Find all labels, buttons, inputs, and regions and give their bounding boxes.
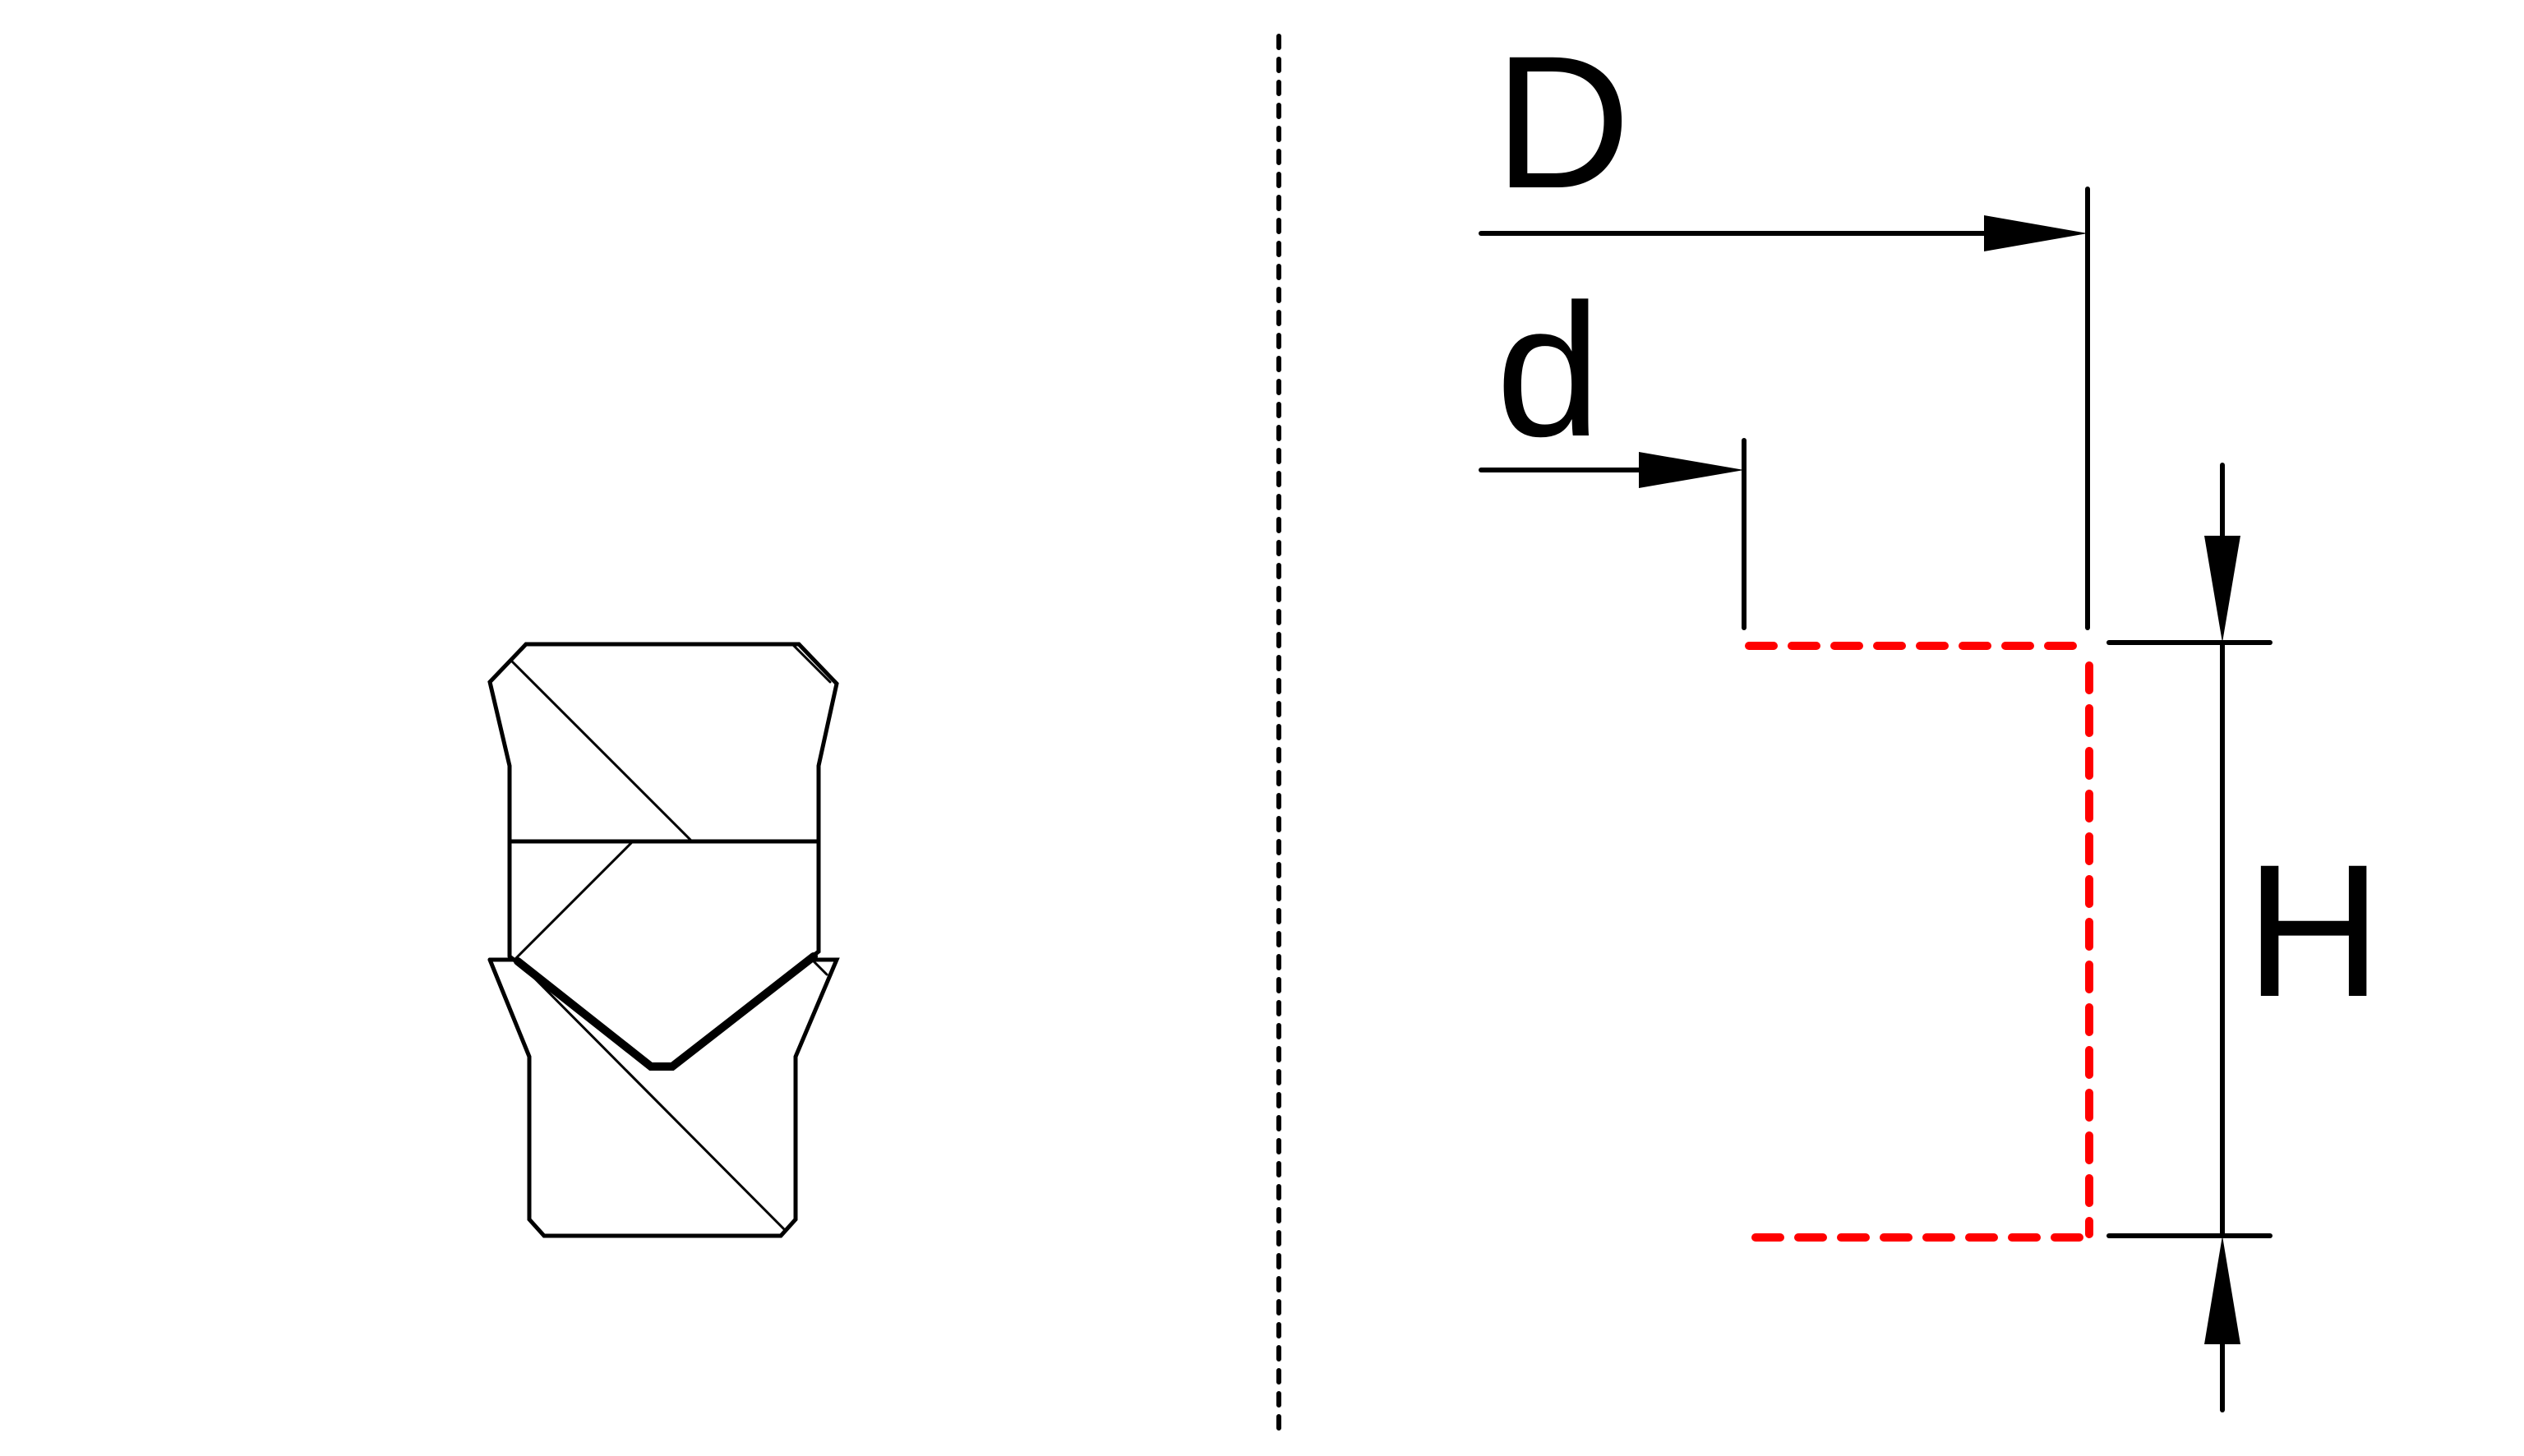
dimension-h-bottom-arrowhead bbox=[2204, 1236, 2240, 1344]
dimension-d-inner: d bbox=[1479, 265, 1746, 630]
seal-bevel-line bbox=[792, 644, 832, 684]
dimension-h-label: H bbox=[2245, 825, 2382, 1036]
seal-lower-bevel-line bbox=[812, 960, 828, 976]
seal-upper-diagonal bbox=[510, 659, 692, 841]
dimension-d-outer: D bbox=[1479, 16, 2090, 630]
dimension-d-inner-arrowhead bbox=[1639, 452, 1744, 488]
seal-housing-outline bbox=[1745, 642, 2093, 1242]
seal-upper-outline bbox=[487, 642, 839, 1069]
seal-middle-diagonal bbox=[514, 841, 633, 960]
dimension-h: H bbox=[2106, 463, 2382, 1412]
seal-v-groove bbox=[514, 952, 818, 1071]
seal-lower-diagonal bbox=[516, 960, 787, 1233]
seal-lower-outline bbox=[487, 957, 840, 1238]
seal-profile bbox=[487, 642, 840, 1238]
dimension-d-outer-arrowhead bbox=[1984, 215, 2088, 251]
dimension-h-top-arrowhead bbox=[2204, 536, 2240, 643]
dimension-d-inner-label: d bbox=[1496, 265, 1601, 476]
dimension-d-outer-label: D bbox=[1494, 16, 1631, 228]
